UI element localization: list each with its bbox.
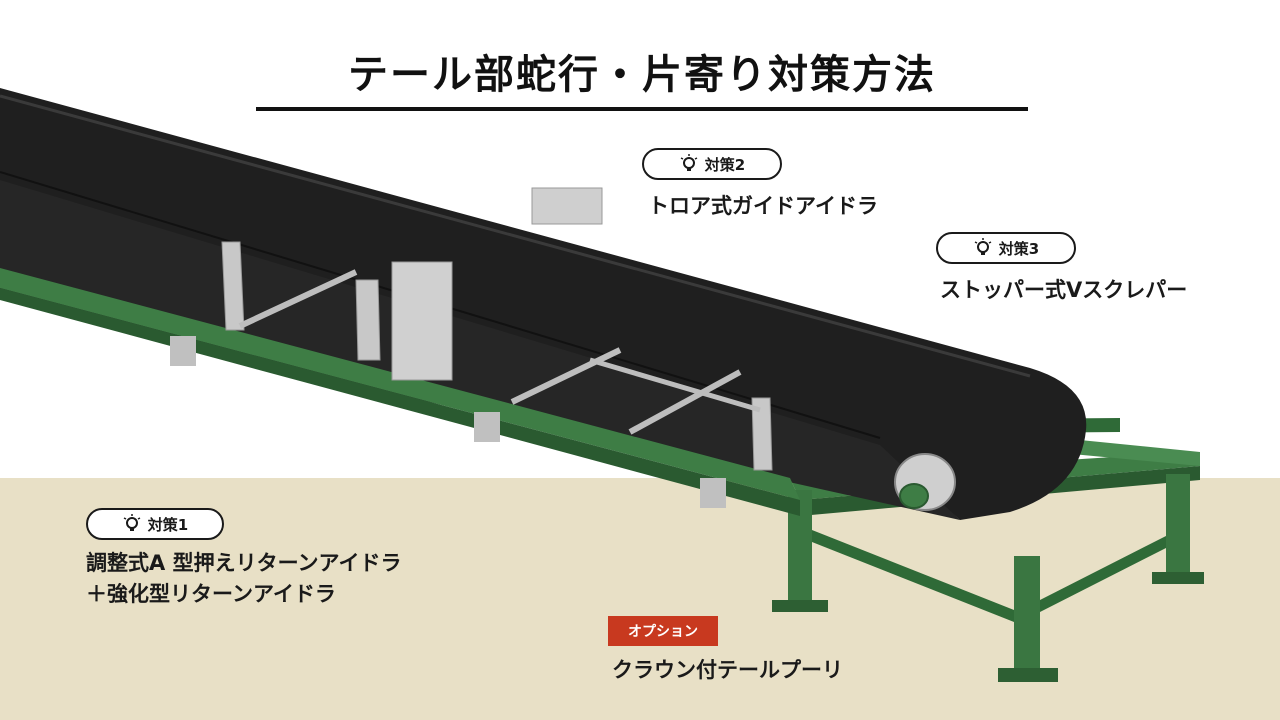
frame-brace-2 (1040, 536, 1166, 612)
frame-leg-foot-2 (998, 668, 1058, 682)
measure-3-tag: 対策3 (936, 232, 1076, 264)
measure-3-line-1: ストッパー式Vスクレパー (940, 278, 1188, 302)
measure-1-line-2: ＋強化型リターンアイドラ (86, 582, 336, 606)
guide-idler-top (531, 187, 603, 225)
return-idler-foot-2 (474, 412, 500, 442)
carrying-belt-highlight (0, 94, 1031, 378)
frame-leg-2 (1014, 556, 1040, 676)
option-badge: オプション (608, 616, 718, 646)
measure-2-tag: 対策2 (642, 148, 782, 180)
measure-3-tag-label: 対策3 (998, 239, 1040, 258)
measure-1-line-1: 調整式A 型押えリターンアイドラ (86, 551, 402, 575)
measure-3-label: ストッパー式Vスクレパー (940, 275, 1187, 306)
frame-rail-near (0, 268, 800, 500)
measure-2-tag-label: 対策2 (704, 155, 746, 174)
return-idler-foot-1 (170, 336, 196, 366)
idler-bracket-3 (751, 397, 773, 471)
measure-1-tag: 対策1 (86, 508, 224, 540)
v-scraper-bar (589, 357, 761, 413)
measure-1-label: 調整式A 型押えリターンアイドラ ＋強化型リターンアイドラ (86, 548, 401, 610)
lightbulb-icon (123, 514, 141, 531)
lightbulb-icon (680, 154, 698, 171)
frame-leg-3 (1166, 474, 1190, 580)
option-label: クラウン付テールプーリ (612, 658, 843, 682)
guide-idler-unit (391, 261, 453, 381)
idler-strut-3 (628, 369, 742, 435)
idler-bracket-2 (355, 279, 381, 361)
page-title: テール部蛇行・片寄り対策方法 (348, 52, 936, 98)
carrying-belt (0, 88, 1087, 520)
measure-1-tag-label: 対策1 (147, 515, 189, 534)
frame-leg-foot-3 (1152, 572, 1204, 584)
idler-bracket-1 (221, 241, 245, 331)
idler-strut-2 (510, 347, 622, 405)
idler-strut-1 (238, 269, 358, 329)
measure-2-label: トロア式ガイドアイドラ (648, 191, 878, 222)
frame-leg-foot-1 (772, 600, 828, 612)
title-underline (256, 107, 1028, 111)
return-idler-foot-3 (700, 478, 726, 508)
lightbulb-icon (974, 238, 992, 255)
frame-brace (812, 530, 1014, 622)
frame-rail-near-face (0, 288, 800, 516)
measure-2-line-1: トロア式ガイドアイドラ (648, 194, 878, 218)
tail-pulley-hub (899, 483, 929, 509)
